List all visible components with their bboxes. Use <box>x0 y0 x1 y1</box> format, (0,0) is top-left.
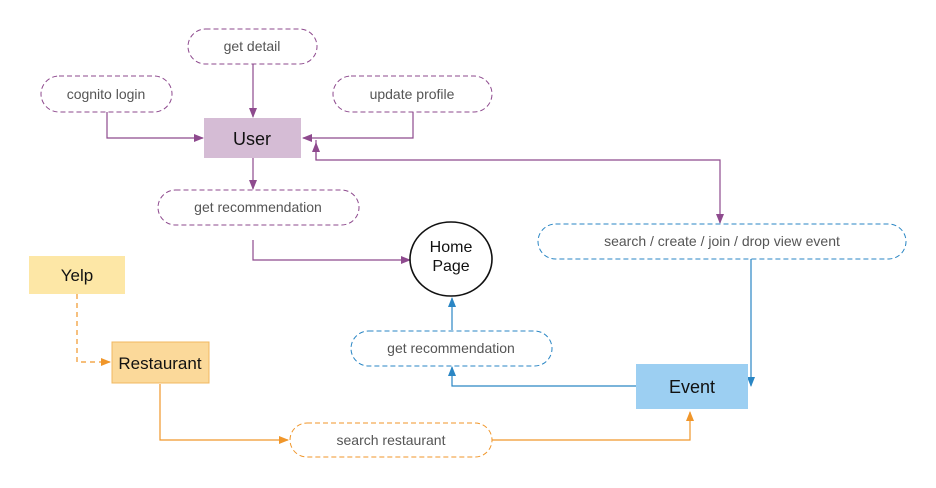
restaurant-label: Restaurant <box>118 354 201 373</box>
node-cognito-login: cognito login <box>40 75 173 113</box>
node-yelp: Yelp <box>29 256 125 294</box>
node-restaurant: Restaurant <box>111 341 210 384</box>
search-restaurant-label: search restaurant <box>337 432 446 448</box>
node-update-profile: update profile <box>332 75 493 113</box>
edge-get-recommendation-to-home <box>252 240 411 264</box>
get-detail-label: get detail <box>224 38 281 54</box>
node-get-recommendation-user: get recommendation <box>157 189 360 226</box>
node-search-restaurant: search restaurant <box>289 422 493 458</box>
yelp-label: Yelp <box>61 266 93 285</box>
update-profile-label: update profile <box>370 86 455 102</box>
edge-restaurant-to-search-restaurant <box>159 384 289 444</box>
edge-search-restaurant-to-event <box>492 411 694 441</box>
home-page-label-line2: Page <box>432 258 469 275</box>
get-recommendation-user-label: get recommendation <box>194 199 322 215</box>
node-user: User <box>204 118 301 158</box>
node-event: Event <box>636 364 748 409</box>
get-recommendation-event-label: get recommendation <box>387 340 515 356</box>
user-label: User <box>233 129 271 149</box>
node-get-recommendation-event: get recommendation <box>350 330 553 367</box>
home-page-label-line1: Home <box>430 239 473 256</box>
edge-update-profile-to-user <box>302 112 414 142</box>
edge-yelp-to-restaurant <box>76 294 111 366</box>
node-home-page: Home Page <box>409 221 493 297</box>
edge-cognito-login-to-user <box>106 112 204 142</box>
search-event-label: search / create / join / drop view event <box>604 233 840 249</box>
cognito-login-label: cognito login <box>67 86 146 102</box>
edge-event-to-get-recommendation <box>448 366 636 387</box>
edge-user-to-search-event <box>315 140 724 224</box>
node-get-detail: get detail <box>187 28 318 65</box>
event-label: Event <box>669 377 715 397</box>
node-search-event: search / create / join / drop view event <box>537 223 907 260</box>
connectors <box>76 64 755 444</box>
